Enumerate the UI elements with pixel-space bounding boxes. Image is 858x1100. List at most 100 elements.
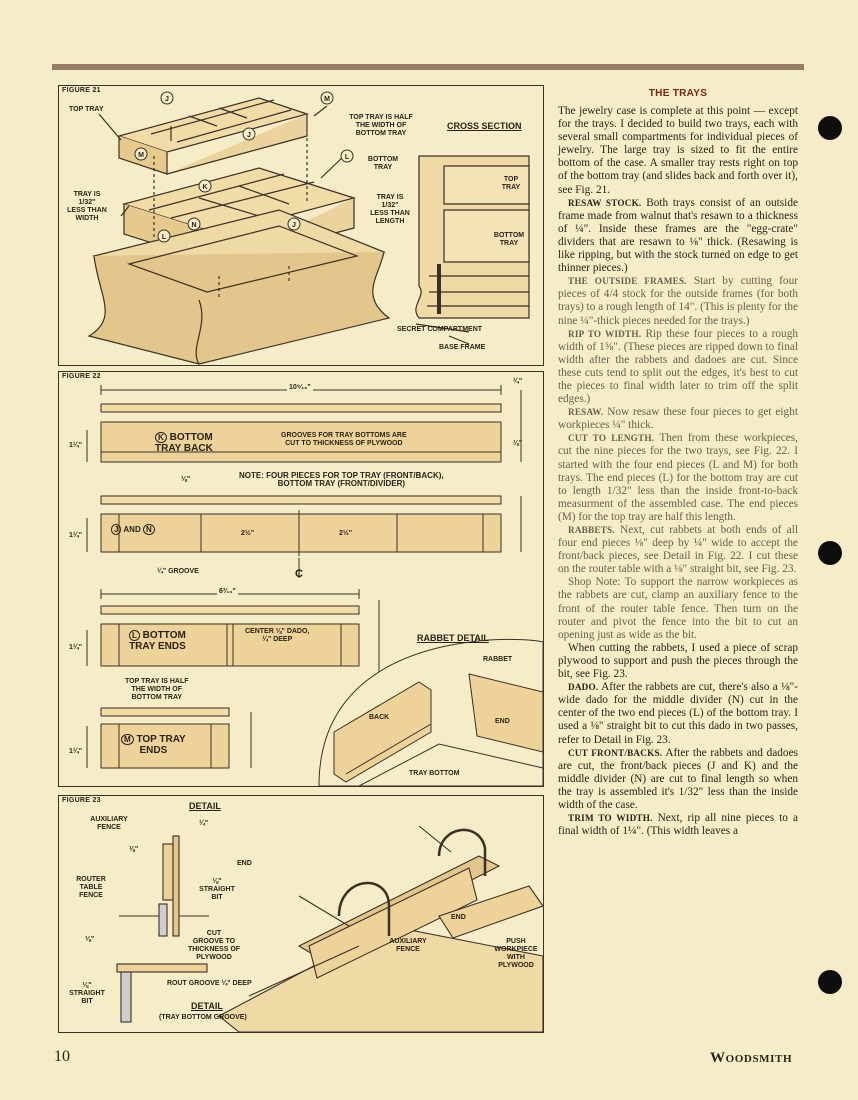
aux-fence-detail	[162, 843, 174, 901]
figure-23: FIGURE 23 DETAIL AUXILIARY FENCE ¼" ⅛" E…	[58, 795, 544, 1033]
sb1-line: BIT	[211, 894, 223, 901]
binder-hole	[818, 116, 842, 140]
article-title: THE TRAYS	[648, 88, 708, 99]
cs-top-line: TRAY	[501, 184, 521, 191]
l-title-line-1: BOTTOM	[142, 630, 186, 641]
rabbet-detail-title: RABBET DETAIL	[417, 633, 489, 643]
cut-groove-line: CUT	[206, 930, 222, 937]
paragraph-text: Start by cutting four pieces of 4/4 stoc…	[558, 275, 798, 327]
top-half-line: THE WIDTH OF	[355, 122, 407, 129]
figure-21: FIGURE 21	[58, 85, 544, 366]
rtf-line: FENCE	[79, 892, 103, 899]
dim-mid-length: 6³⁄₁₆"	[217, 588, 238, 596]
paragraph-head: CUT TO LENGTH.	[568, 433, 655, 444]
cs-bottom-line: TRAY	[499, 240, 519, 247]
article-paragraph: CUT FRONT/BACKS. After the rabbets and d…	[558, 747, 798, 812]
aux-fence-label-2: AUXILIARY FENCE	[385, 938, 431, 954]
note-line: BOTTOM TRAY (FRONT/DIVIDER)	[277, 479, 406, 488]
top-half-line: BOTTOM TRAY	[355, 130, 407, 137]
figure-23-label: FIGURE 23	[62, 797, 101, 804]
aux-fence	[308, 867, 478, 979]
dim-height-2: 1¼"	[69, 532, 83, 539]
callout-l-1: L	[345, 154, 350, 161]
j-letter: J	[111, 524, 122, 535]
paragraph-head: RESAW STOCK.	[568, 197, 642, 208]
rtf-line: ROUTER	[76, 876, 106, 883]
dim-quarter-1: ¼"	[513, 378, 523, 385]
bit-detail	[158, 903, 168, 937]
k-piece-title: K BOTTOM TRAY BACK	[155, 432, 213, 454]
detail-title: DETAIL	[189, 801, 221, 811]
dim-two-half-1: 2½"	[241, 530, 255, 538]
figure-22-label: FIGURE 22	[62, 373, 101, 380]
back-label: BACK	[369, 714, 390, 721]
base-frame-label: BASE FRAME	[439, 344, 486, 351]
top-half-note-line: TOP TRAY IS HALF	[125, 678, 189, 685]
aux-fence-2-line: AUXILIARY	[389, 938, 427, 945]
l-piece-title: L BOTTOM TRAY ENDS	[129, 630, 186, 652]
dim-height-4: 1¼"	[69, 748, 83, 755]
binder-hole	[818, 541, 842, 565]
paragraph-head: DADO.	[568, 682, 599, 693]
clamp-2	[437, 828, 487, 876]
plywood-detail	[116, 963, 208, 973]
cross-section-title: CROSS SECTION	[447, 121, 522, 131]
cut-groove-line: GROOVE TO	[192, 938, 236, 945]
k-piece-top-strip	[100, 403, 502, 413]
grooves-line: GROOVES FOR TRAY BOTTOMS ARE	[281, 432, 407, 439]
top-tray-half-note: TOP TRAY IS HALF THE WIDTH OF BOTTOM TRA…	[341, 114, 421, 138]
push-line: PLYWOOD	[498, 962, 534, 969]
jn-piece-title: J AND N	[111, 524, 155, 535]
tray-width-line: LESS THAN	[67, 207, 107, 214]
figure-22: FIGURE 22	[58, 371, 544, 787]
end-label-2: END	[451, 914, 466, 921]
grooves-note: GROOVES FOR TRAY BOTTOMS ARE CUT TO THIC…	[281, 432, 407, 448]
paragraph-head: RESAW.	[568, 407, 604, 418]
center-dado-note: CENTER ⅛" DADO, ¼" DEEP	[245, 628, 309, 644]
article-paragraph: RIP TO WIDTH. Rip these four pieces to a…	[558, 328, 798, 407]
m-piece-top-strip	[100, 707, 230, 717]
push-line: WORKPIECE	[494, 946, 538, 953]
cs-top-line: TOP	[503, 176, 519, 183]
article-paragraph: RESAW. Now resaw these four pieces to ge…	[558, 406, 798, 432]
dim-eighth-1: ⅛"	[129, 846, 139, 853]
dado-line: ¼" DEEP	[262, 636, 293, 643]
m-title-line-2: ENDS	[139, 745, 168, 756]
m-title-line-1: TOP TRAY	[136, 734, 186, 745]
paragraph-head: THE OUTSIDE FRAMES.	[568, 276, 687, 287]
paragraph-text: Rip these four pieces to a rough width o…	[558, 327, 798, 406]
tray-width-line: TRAY IS	[73, 191, 101, 198]
paragraph-head: RABBETS.	[568, 525, 615, 535]
callout-m-2: M	[138, 152, 144, 159]
aux-fence-line: FENCE	[97, 824, 121, 831]
paragraph-text: Then from these workpieces, cut the nine…	[558, 432, 798, 523]
dim-quarter: ¼"	[199, 820, 209, 827]
paragraph-text: After the rabbets are cut, there's also …	[558, 681, 798, 746]
n-letter: N	[142, 524, 155, 535]
cs-bottom-line: BOTTOM	[493, 232, 525, 239]
m-piece	[100, 723, 230, 769]
paragraph-text: Both trays consist of an outside frame m…	[558, 196, 798, 275]
article-paragraph: Shop Note: To support the narrow workpie…	[558, 576, 798, 641]
dim-height-1: 1¼"	[69, 442, 83, 449]
router-table-fence-label: ROUTER TABLE FENCE	[73, 876, 109, 900]
paragraph-text: After the rabbets and dadoes are cut, th…	[558, 746, 798, 811]
tray-length-line: 1/32"	[381, 202, 399, 209]
article-paragraph: When cutting the rabbets, I used a piece…	[558, 642, 798, 681]
paragraph-head: CUT FRONT/BACKS.	[568, 747, 663, 758]
k-title-line-2: TRAY BACK	[155, 443, 213, 454]
callout-l-2: L	[162, 234, 167, 241]
tray-length-line: LENGTH	[375, 218, 405, 225]
binder-hole	[818, 970, 842, 994]
paragraph-text: Next, rip all nine pieces to a final wid…	[558, 812, 798, 838]
bottom-tray-label: BOTTOM TRAY	[363, 156, 403, 172]
k-letter: K	[155, 432, 167, 443]
detail-subtitle-2: (TRAY BOTTOM GROOVE)	[159, 1014, 247, 1021]
push-line: PUSH	[506, 938, 526, 945]
header-rule	[52, 64, 804, 70]
rtf-line: TABLE	[79, 884, 103, 891]
sb1-line: STRAIGHT	[199, 886, 235, 893]
push-workpiece-label: PUSH WORKPIECE WITH PLYWOOD	[491, 938, 541, 970]
article-paragraph: DADO. After the rabbets are cut, there's…	[558, 681, 798, 746]
article-column: THE TRAYS The jewelry case is complete a…	[558, 88, 798, 838]
